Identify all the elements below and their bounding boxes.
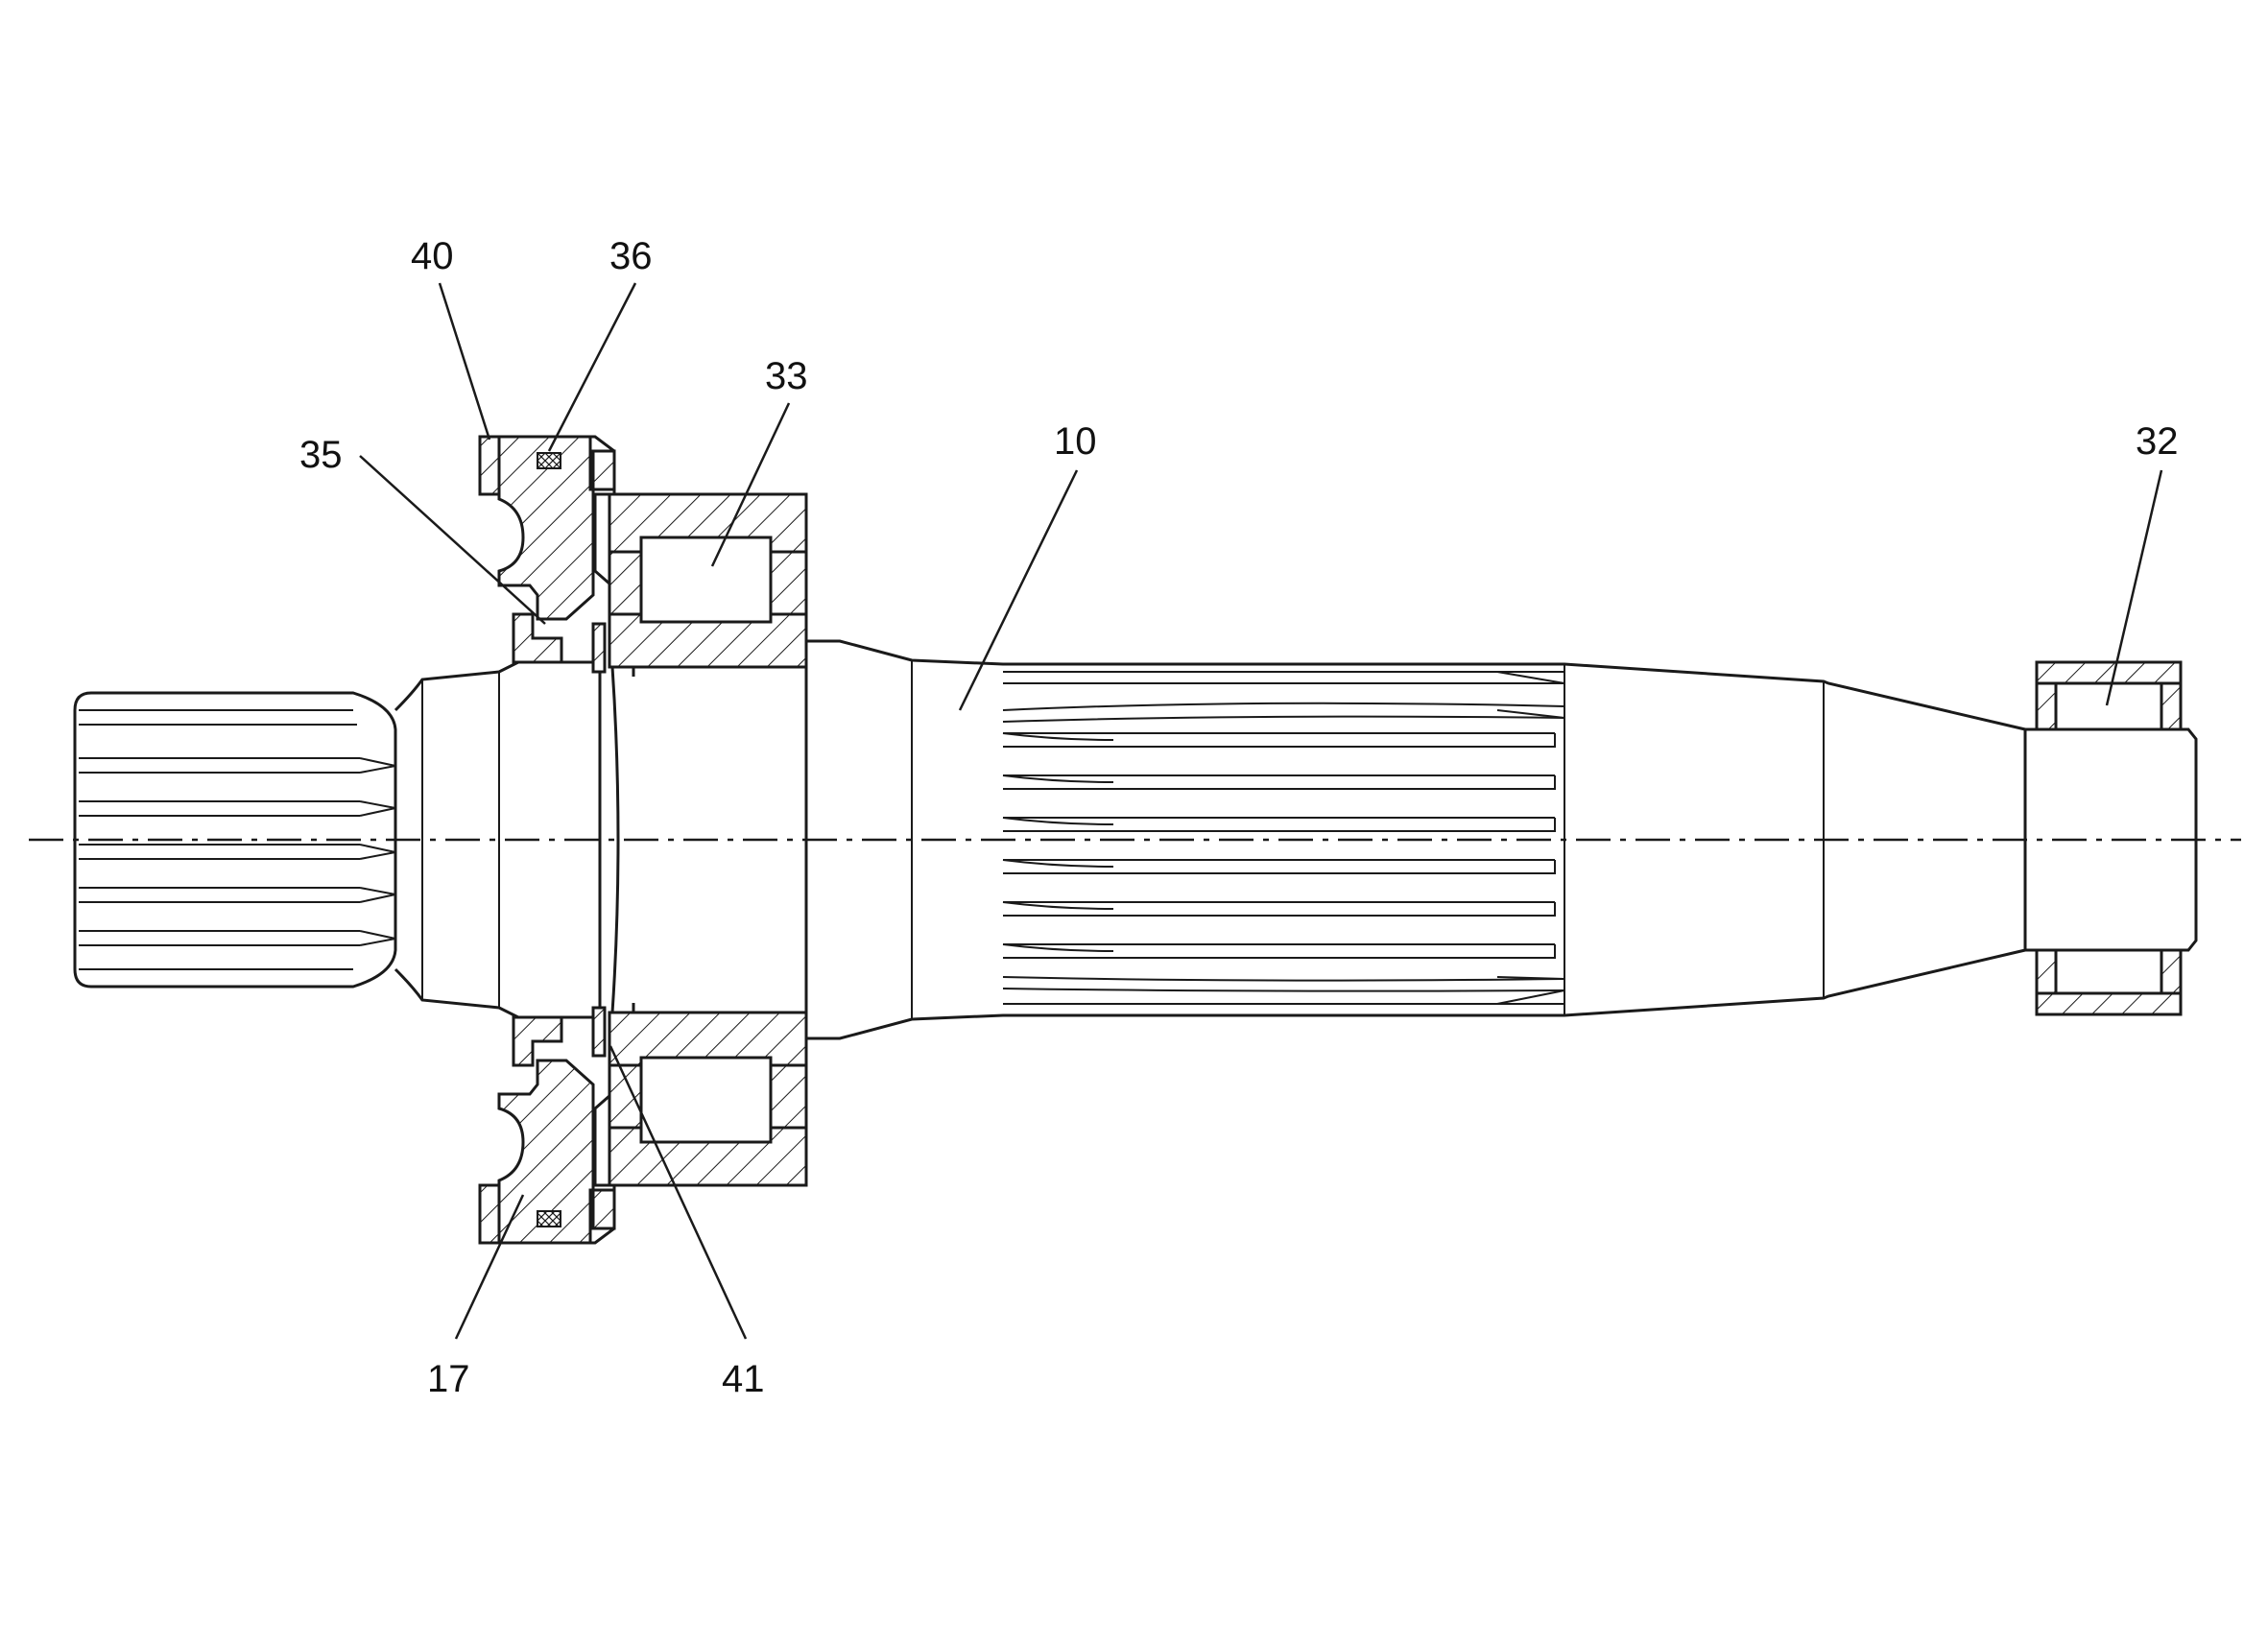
ref-numeral-41: 41 — [722, 1358, 765, 1400]
seal-ring — [512, 612, 563, 1067]
ref-numeral-33: 33 — [765, 355, 808, 397]
ref-numeral-32: 32 — [2136, 420, 2179, 463]
ref-numeral-35: 35 — [299, 434, 343, 476]
bearing-32 — [2035, 660, 2183, 1016]
ref-numeral-40: 40 — [411, 235, 454, 277]
housing-flange-top — [478, 435, 635, 677]
ref-numeral-17: 17 — [427, 1358, 470, 1400]
bearing-inner-bore — [610, 666, 808, 1013]
shaft-journal-section — [394, 660, 602, 1019]
housing-flange-bottom — [478, 1003, 635, 1245]
bearing-33-top — [608, 492, 808, 669]
bearing-33-bottom — [608, 1011, 808, 1187]
right-journal — [2023, 727, 2198, 952]
left-splined-end — [73, 691, 397, 989]
retaining-ring — [591, 622, 607, 1058]
ref-numeral-36: 36 — [609, 235, 653, 277]
shaft-splines — [1002, 671, 1565, 1005]
leader-lines — [359, 282, 2163, 1340]
ref-numeral-10: 10 — [1054, 420, 1097, 463]
